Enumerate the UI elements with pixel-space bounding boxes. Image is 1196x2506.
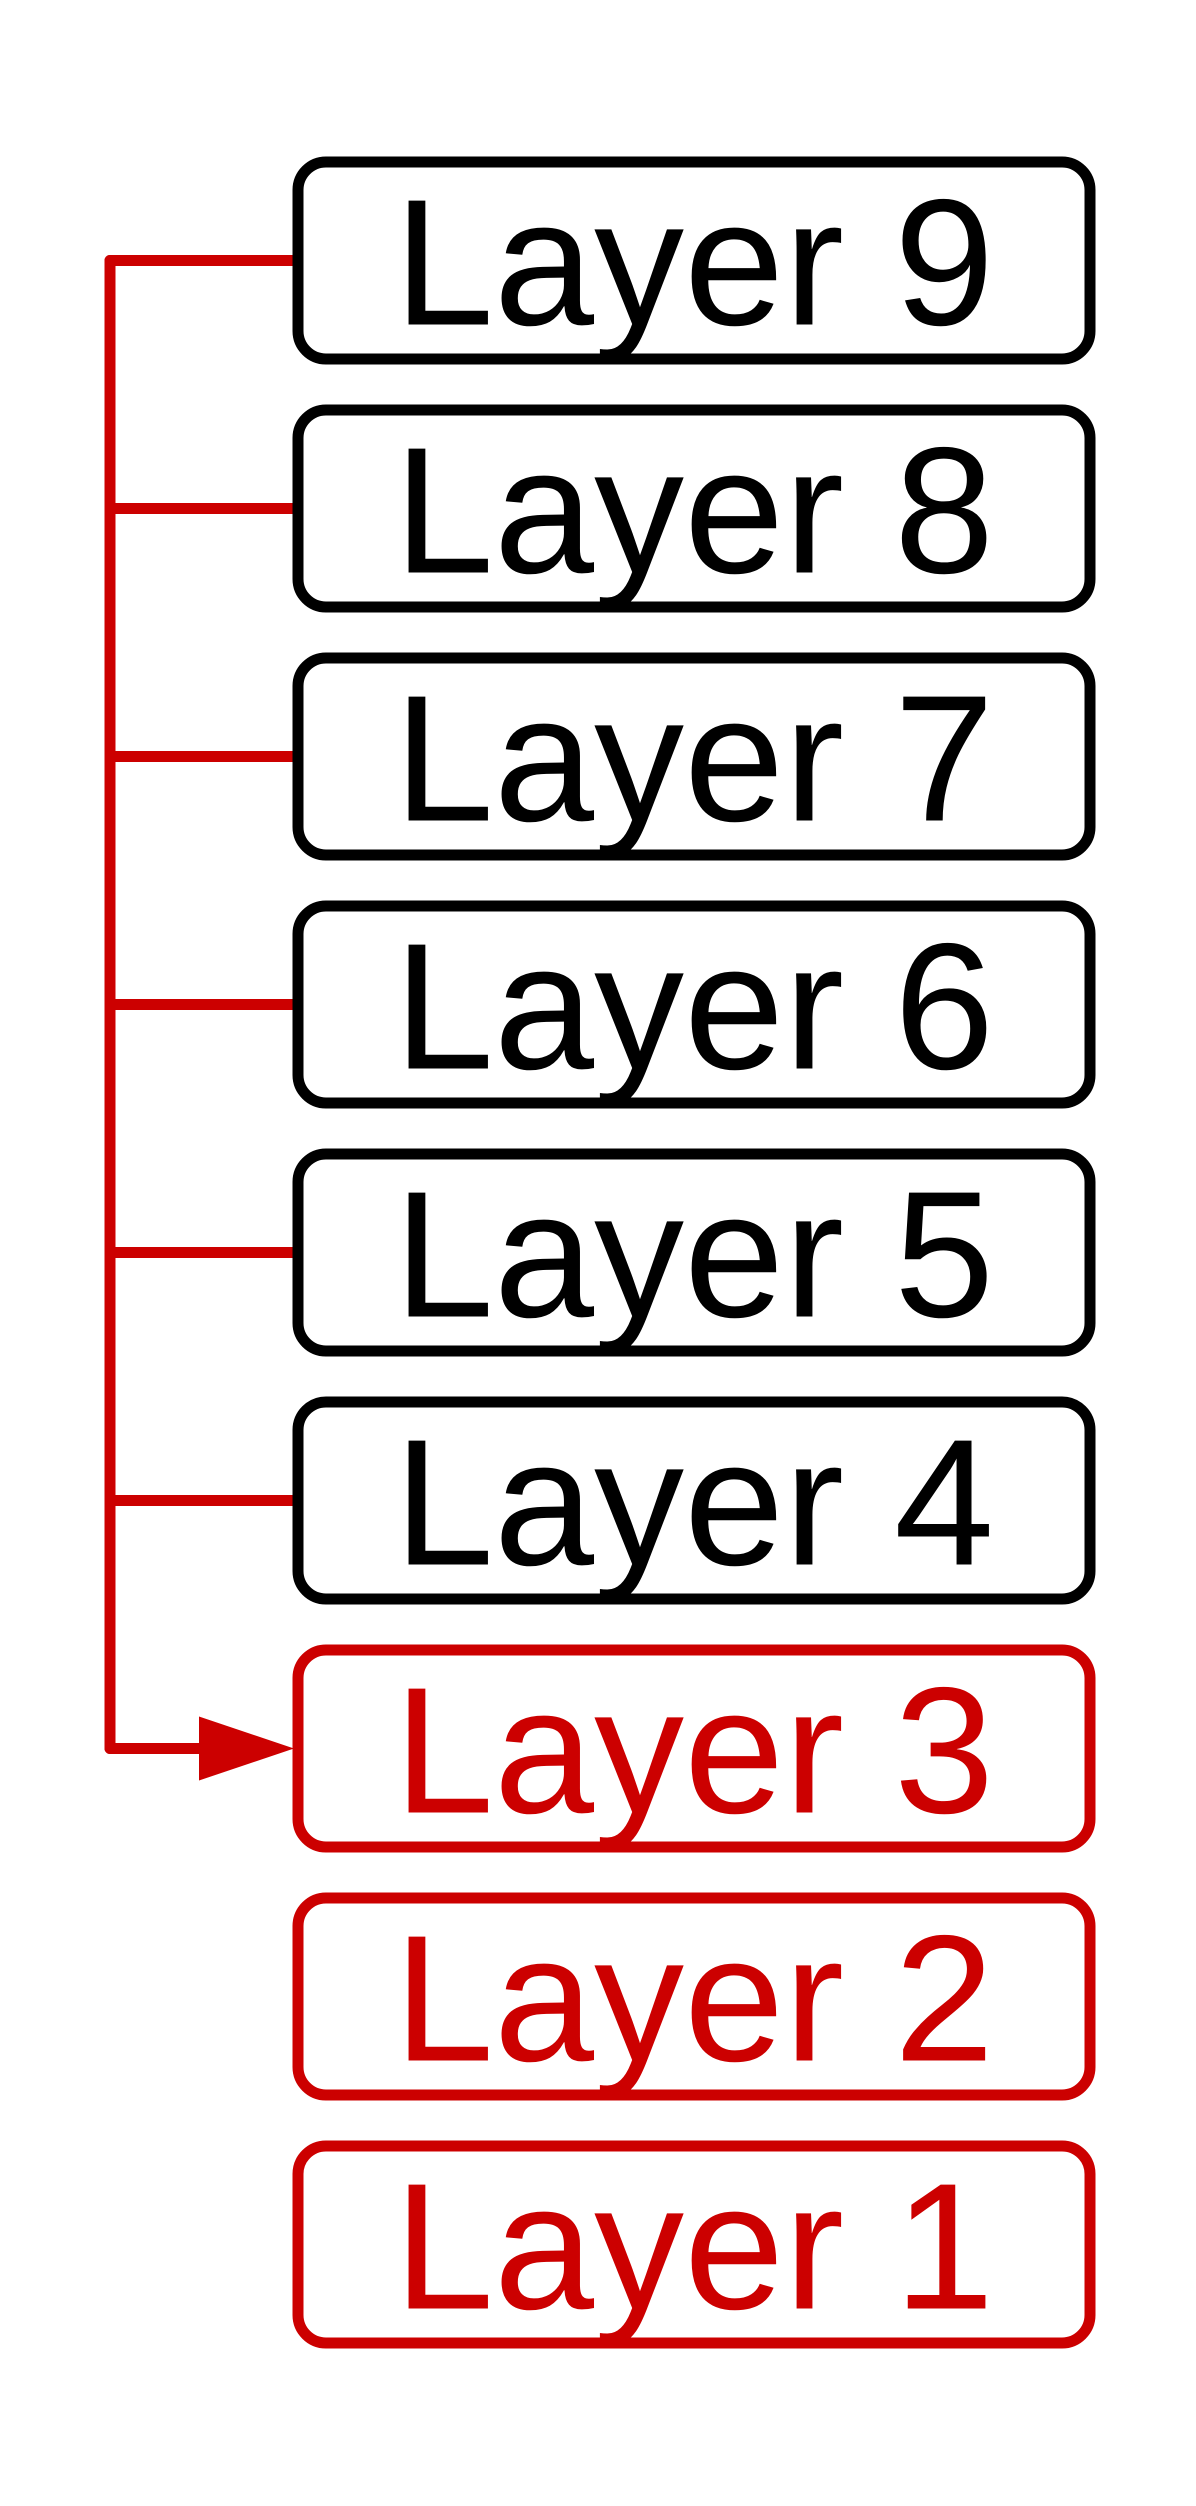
layer-box-outline: [292, 1644, 1096, 1853]
layer-box: Layer 9: [292, 156, 1096, 365]
layer-box-outline: [292, 1396, 1096, 1605]
layer-box-outline: [292, 156, 1096, 365]
arrowhead-icon: [199, 1716, 294, 1781]
layer-box-outline: [292, 1148, 1096, 1357]
layer-box: Layer 7: [292, 652, 1096, 861]
layer-label: Layer 6: [394, 907, 994, 1108]
layer-box: Layer 1: [292, 2140, 1096, 2349]
layer-box: Layer 4: [292, 1396, 1096, 1605]
layer-box: Layer 8: [292, 404, 1096, 613]
connector-group: [104, 255, 304, 1781]
layer-box: Layer 5: [292, 1148, 1096, 1357]
layer-label: Layer 7: [394, 659, 994, 860]
layer-box-outline: [292, 404, 1096, 613]
layer-box: Layer 6: [292, 900, 1096, 1109]
layer-box-outline: [292, 900, 1096, 1109]
layer-label: Layer 3: [394, 1651, 994, 1852]
layer-label: Layer 2: [394, 1899, 994, 2100]
layer-box: Layer 2: [292, 1892, 1096, 2101]
layer-label: Layer 5: [394, 1155, 994, 1356]
layer-label: Layer 1: [394, 2147, 994, 2348]
layer-label: Layer 8: [394, 411, 994, 612]
layer-box-outline: [292, 652, 1096, 861]
layer-stack: Layer 9 Layer 8 Layer 7 Layer 6 Layer 5 Layer…: [292, 156, 1096, 2349]
layer-label: Layer 4: [394, 1403, 994, 1604]
layer-label: Layer 9: [394, 163, 994, 364]
layer-box-outline: [292, 1892, 1096, 2101]
layer-box-outline: [292, 2140, 1096, 2349]
layer-box: Layer 3: [292, 1644, 1096, 1853]
